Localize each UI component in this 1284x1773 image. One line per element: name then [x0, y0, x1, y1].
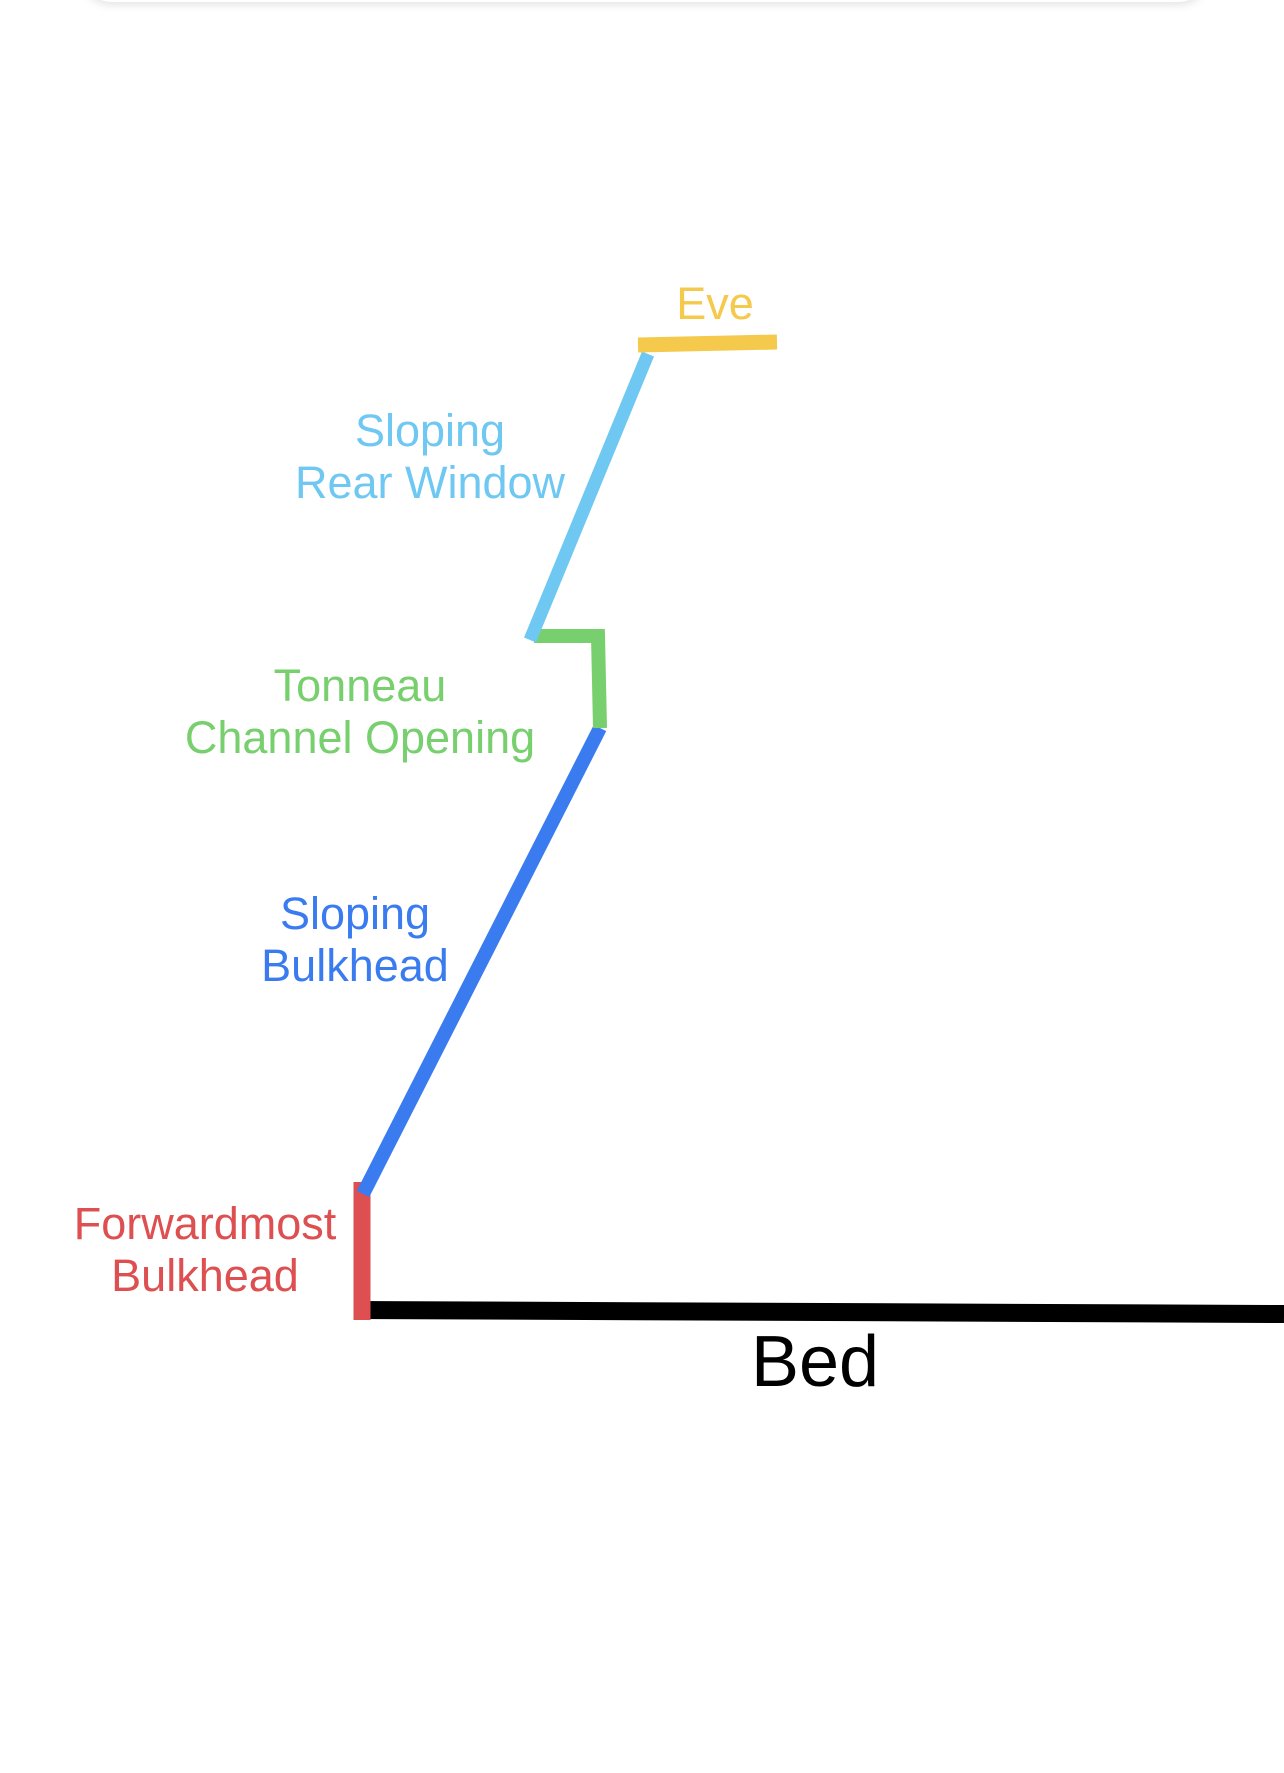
label-line-2: Bulkhead [111, 1250, 299, 1301]
bed-label: Bed [730, 1322, 900, 1402]
top-card-edge [80, 0, 1210, 2]
label-line-2: Rear Window [294, 457, 566, 508]
sloping-bulkhead-line [356, 724, 607, 1198]
eve-label: Eve [650, 278, 780, 330]
eve-line [637, 334, 778, 353]
sloping-bulkhead-label: Sloping Bulkhead [240, 888, 470, 992]
label-line-2: Bulkhead [261, 940, 449, 991]
label-line-1: Sloping [354, 405, 506, 456]
eve-label-text: Eve [676, 278, 754, 329]
label-line-2: Channel Opening [184, 712, 536, 763]
tonneau-channel-opening-label: Tonneau Channel Opening [170, 660, 550, 764]
forwardmost-bulkhead-label: Forwardmost Bulkhead [60, 1198, 350, 1302]
sloping-rear-window-label: Sloping Rear Window [270, 405, 590, 509]
bed-label-text: Bed [750, 1322, 880, 1402]
label-line-1: Sloping [279, 888, 431, 939]
label-line-1: Forwardmost [73, 1198, 337, 1249]
tonneau-channel-line [534, 629, 607, 729]
label-line-1: Tonneau [273, 660, 447, 711]
rear-window-line [523, 351, 655, 643]
bed-line [357, 1301, 1284, 1323]
